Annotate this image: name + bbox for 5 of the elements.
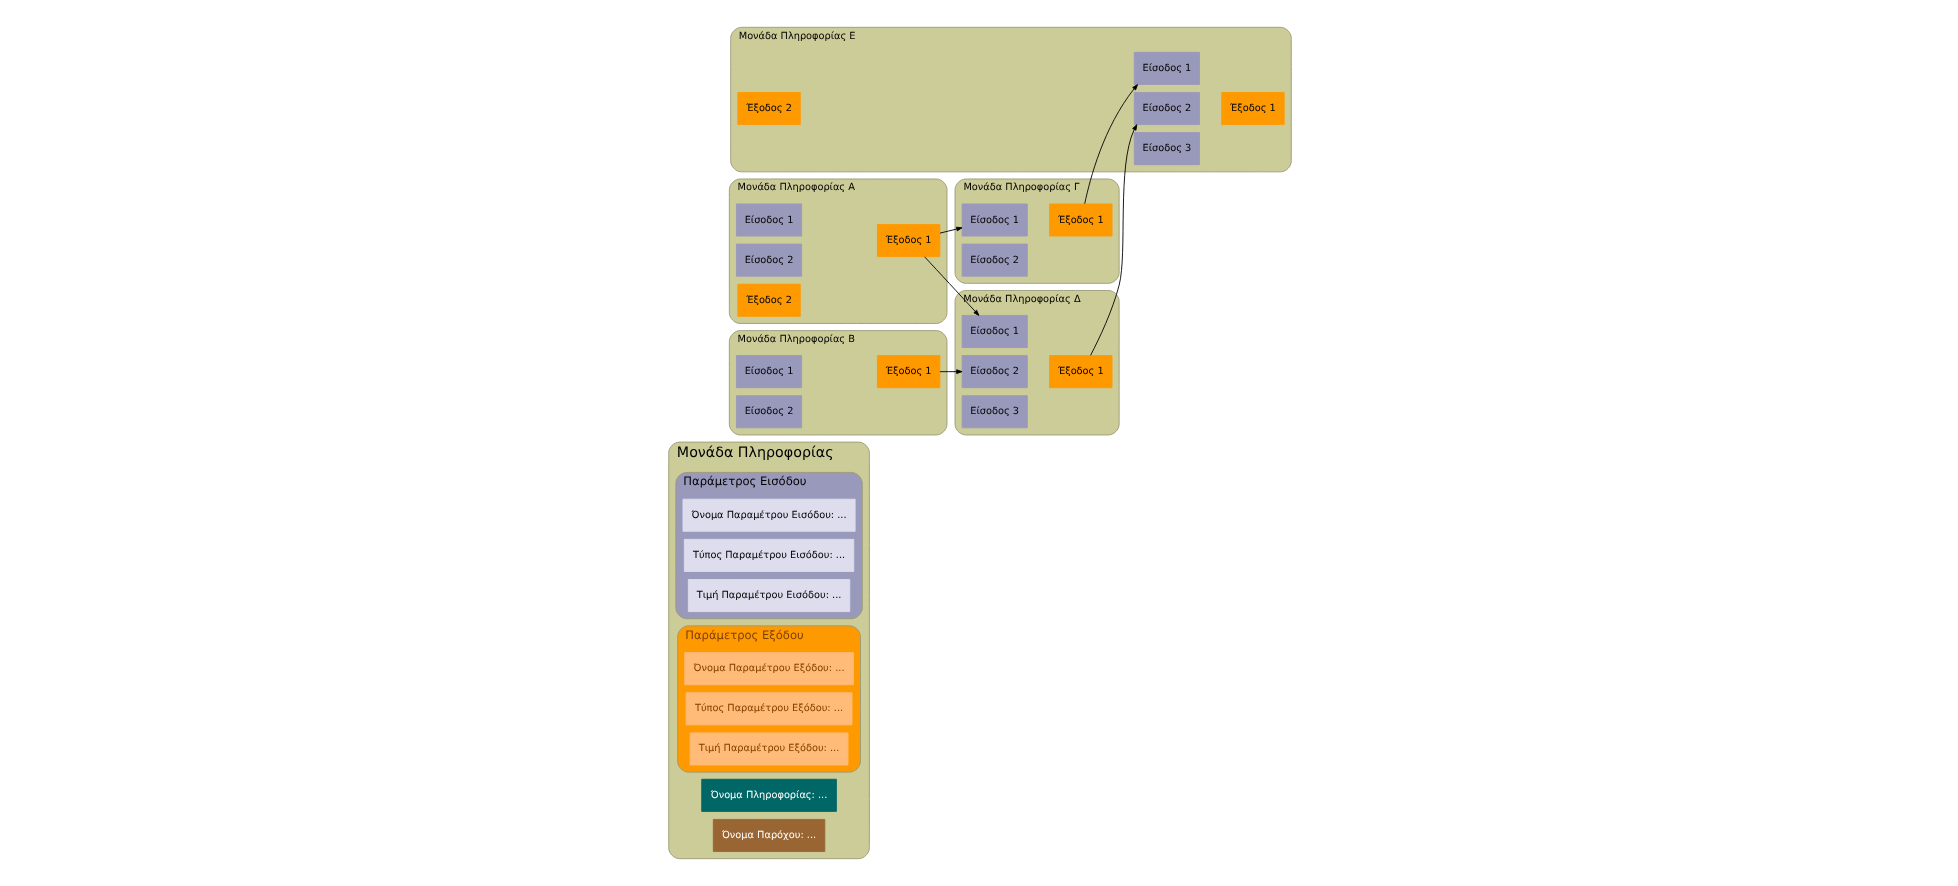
arrow	[1083, 84, 1137, 205]
arrow	[1089, 124, 1137, 356]
arrow	[938, 369, 962, 374]
arrow	[923, 256, 979, 316]
arrow	[938, 226, 962, 234]
